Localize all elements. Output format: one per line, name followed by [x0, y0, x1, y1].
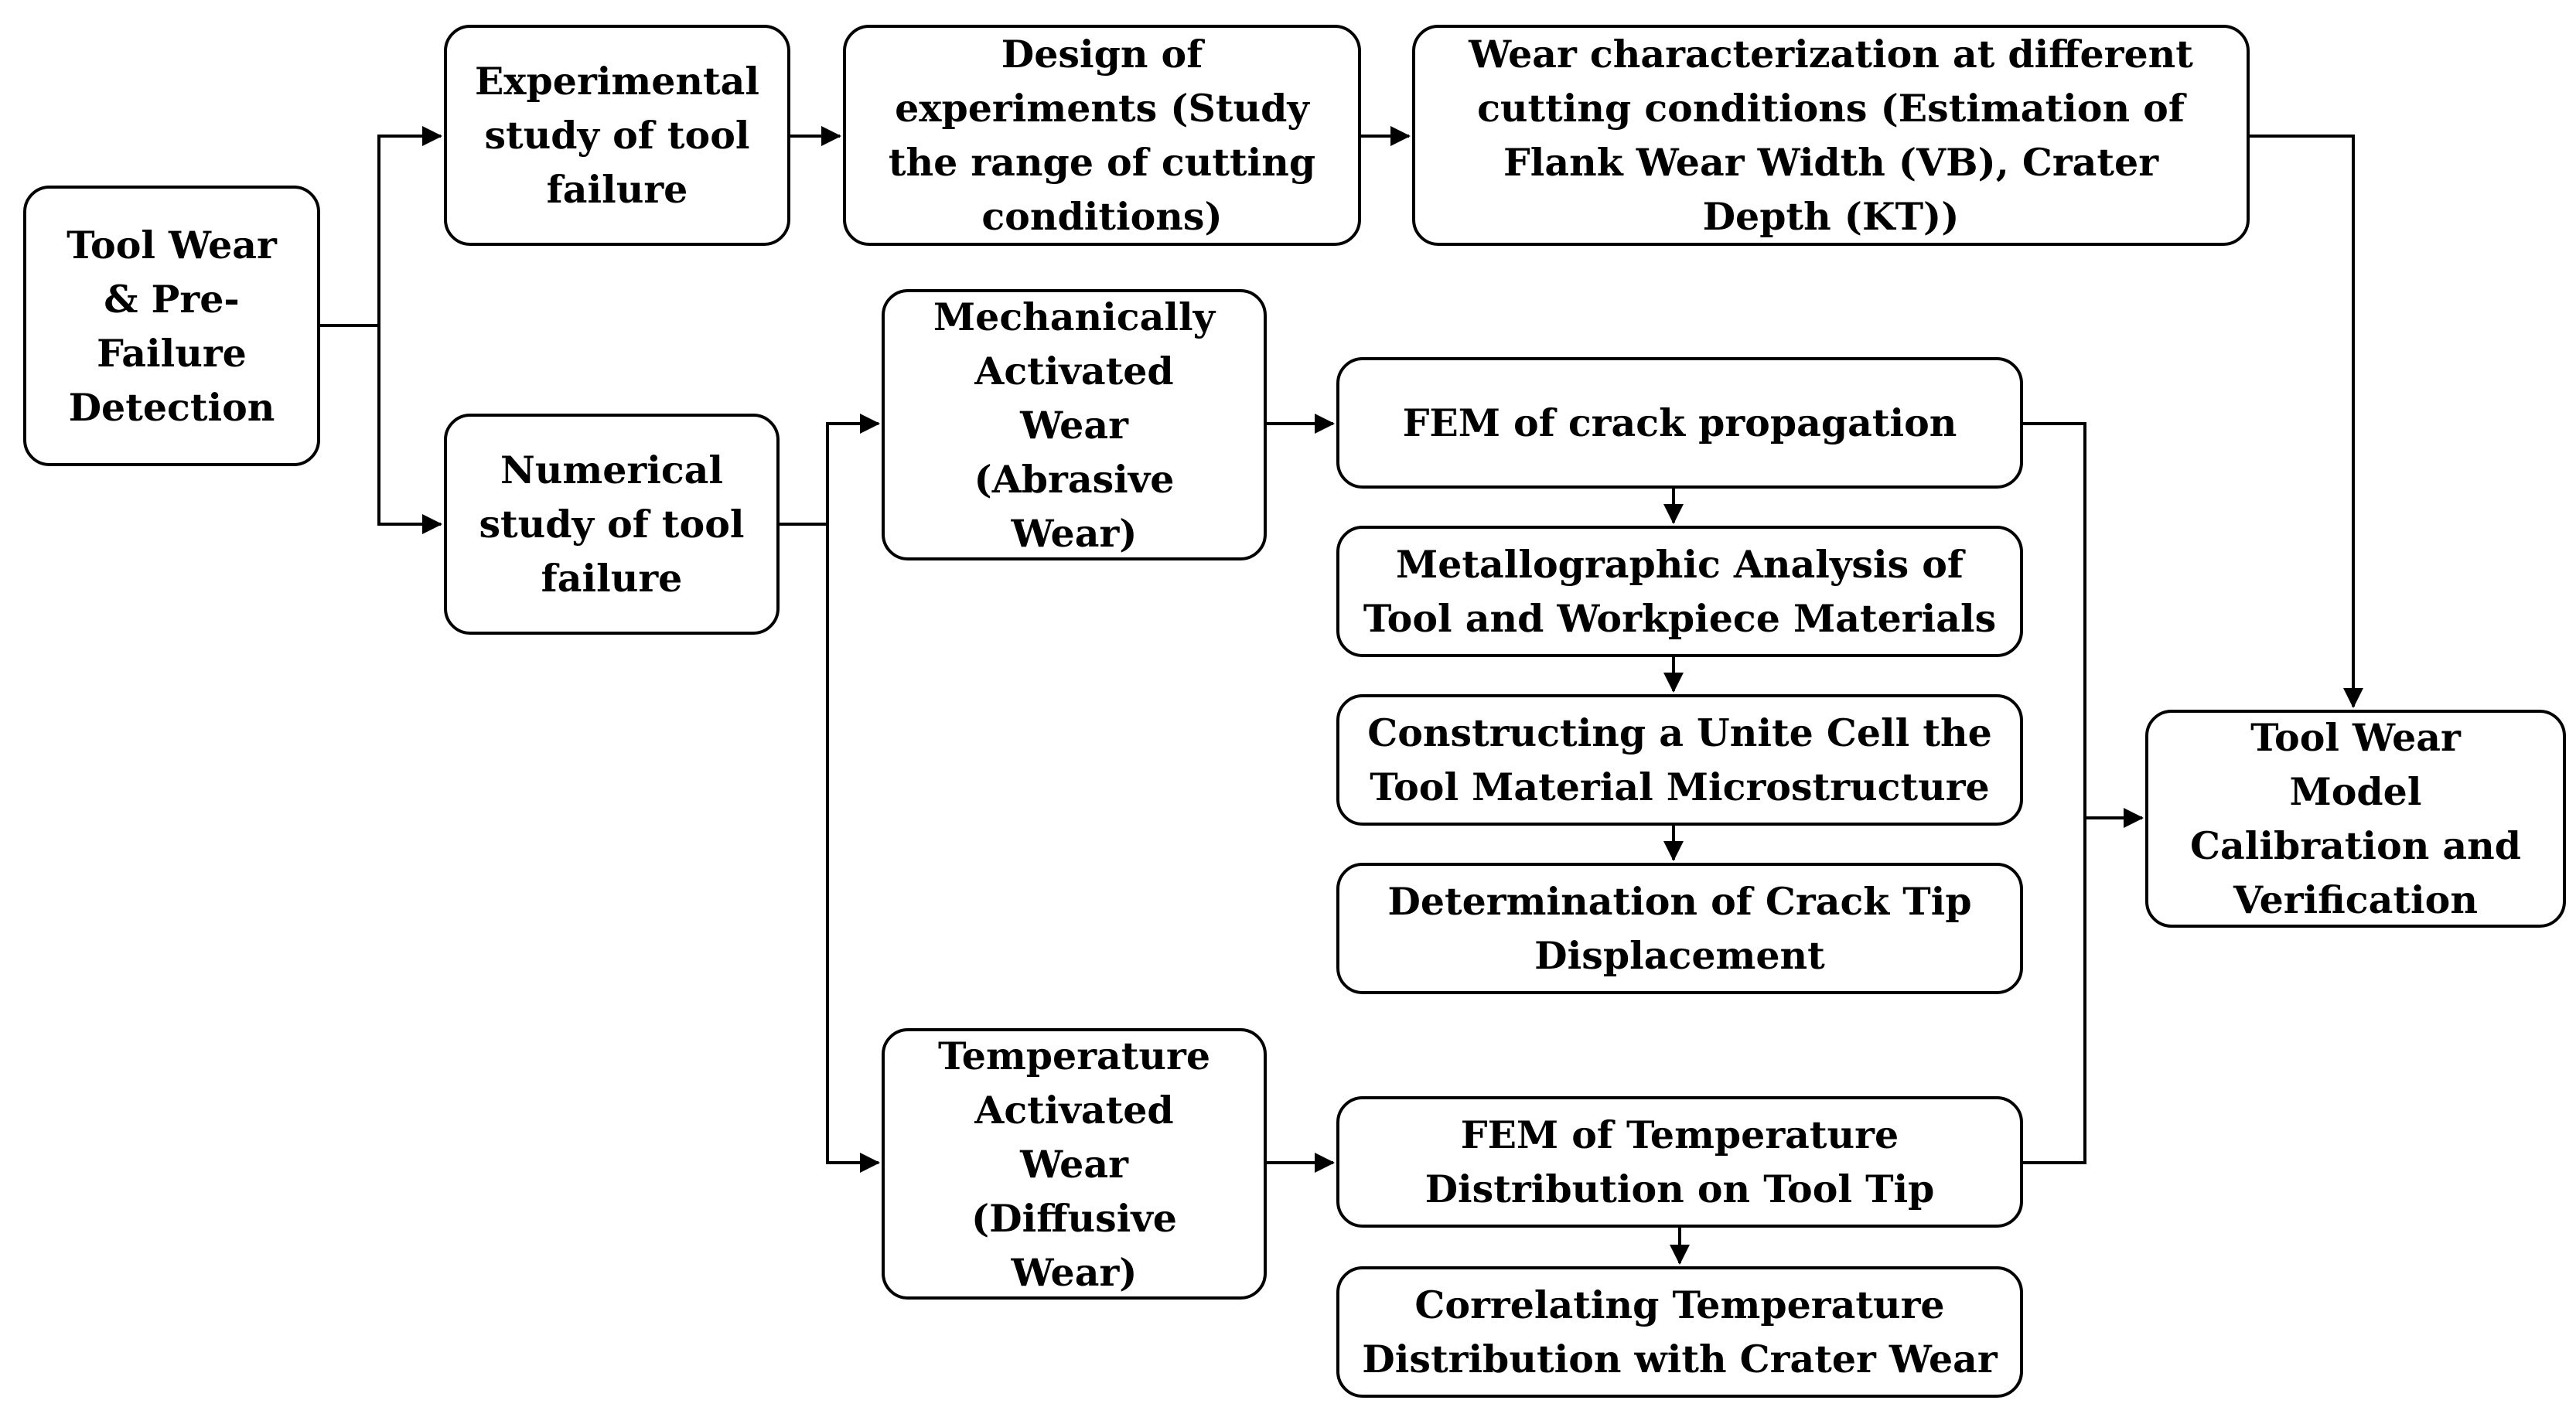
edge-wearchar-model	[2250, 135, 2363, 708]
node-label: Mechanically Activated Wear (Abrasive We…	[933, 294, 1216, 556]
node-wear-characterization: Wear characterization at different cutti…	[1412, 25, 2250, 246]
edge-root-numerical	[377, 325, 442, 534]
node-fem-crack-propagation: FEM of crack propagation	[1336, 357, 2023, 489]
node-design-of-experiments: Design of experiments (Study the range o…	[843, 25, 1361, 246]
node-label: Numerical study of tool failure	[479, 448, 745, 601]
node-tool-wear-model: Tool Wear Model Calibration and Verifica…	[2145, 710, 2566, 928]
edge-femtemp-model	[2023, 818, 2086, 1164]
node-label: Determination of Crack Tip Displacement	[1387, 879, 1972, 978]
edge-femcrack-model	[2023, 422, 2144, 828]
edge-numerical-mechanical	[780, 414, 880, 526]
node-label: Correlating Temperature Distribution wit…	[1362, 1283, 1998, 1381]
node-label: Wear characterization at different cutti…	[1469, 32, 2193, 239]
node-label: Temperature Activated Wear (Diffusive We…	[937, 1033, 1211, 1295]
node-experimental-study: Experimental study of tool failure	[444, 25, 790, 246]
node-label: Tool Wear & Pre- Failure Detection	[67, 222, 277, 430]
node-fem-temperature-distribution: FEM of Temperature Distribution on Tool …	[1336, 1096, 2023, 1228]
node-mechanically-activated-wear: Mechanically Activated Wear (Abrasive We…	[882, 289, 1267, 560]
node-crack-tip-displacement: Determination of Crack Tip Displacement	[1336, 863, 2023, 994]
node-label: Experimental study of tool failure	[474, 59, 760, 212]
node-temperature-activated-wear: Temperature Activated Wear (Diffusive We…	[882, 1028, 1267, 1300]
node-tool-wear-detection: Tool Wear & Pre- Failure Detection	[23, 186, 320, 466]
node-correlating-temperature: Correlating Temperature Distribution wit…	[1336, 1266, 2023, 1398]
edge-root-experimental	[320, 126, 442, 327]
node-label: FEM of crack propagation	[1402, 400, 1957, 445]
node-label: Tool Wear Model Calibration and Verifica…	[2189, 715, 2522, 922]
node-metallographic-analysis: Metallographic Analysis of Tool and Work…	[1336, 526, 2023, 657]
node-label: Constructing a Unite Cell the Tool Mater…	[1367, 710, 1992, 809]
node-label: Metallographic Analysis of Tool and Work…	[1363, 542, 1997, 641]
edge-numerical-temperature	[826, 524, 880, 1173]
node-label: Design of experiments (Study the range o…	[888, 32, 1316, 239]
node-unit-cell: Constructing a Unite Cell the Tool Mater…	[1336, 694, 2023, 826]
node-numerical-study: Numerical study of tool failure	[444, 414, 780, 635]
node-label: FEM of Temperature Distribution on Tool …	[1424, 1112, 1935, 1211]
